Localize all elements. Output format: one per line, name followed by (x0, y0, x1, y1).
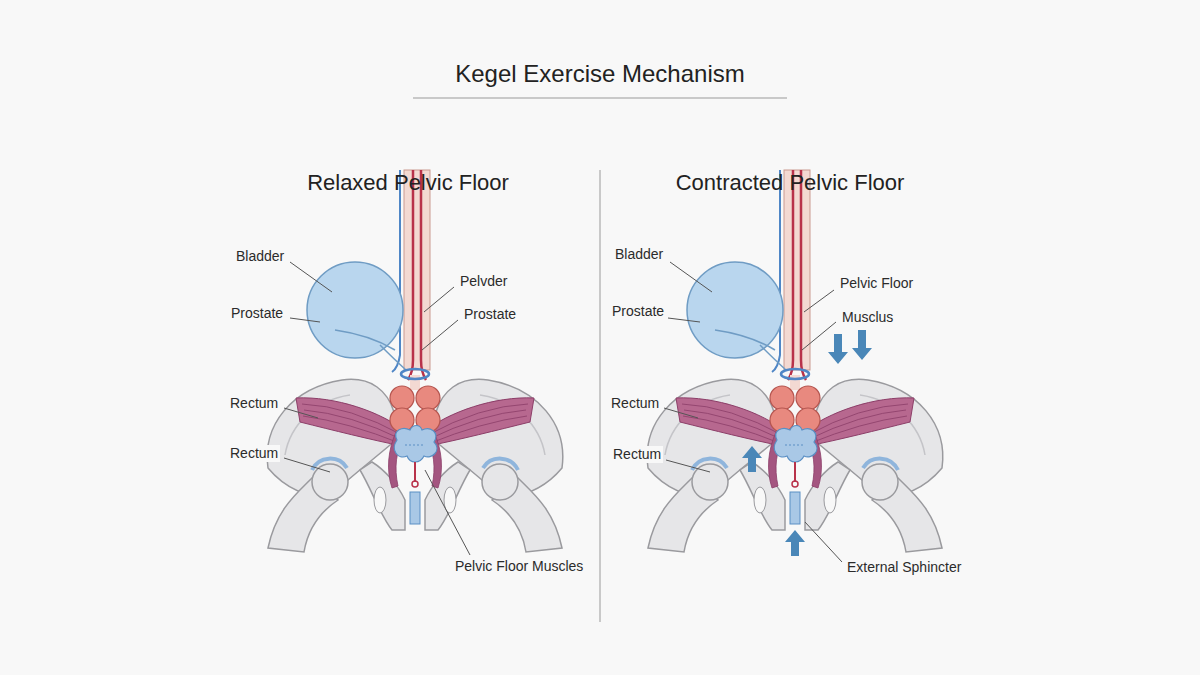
leader-line (668, 318, 700, 322)
leader-line (666, 460, 710, 472)
part-label: External Sphincter (845, 559, 963, 576)
part-label: Bladder (234, 248, 286, 265)
leader-line (290, 318, 320, 322)
part-label: Bladder (613, 246, 665, 263)
part-label: Prostate (610, 303, 666, 320)
down-arrow (852, 330, 872, 360)
relaxed-pelvis (267, 170, 563, 552)
leader-line (664, 408, 698, 418)
part-label: Rectum (228, 395, 280, 412)
leader-line (804, 290, 834, 312)
contracted-pelvis (647, 170, 943, 552)
leader-line (284, 458, 330, 472)
part-label: Prostate (462, 306, 518, 323)
down-arrow (828, 334, 848, 364)
part-label: Rectum (611, 446, 663, 463)
part-label: Musclus (840, 309, 895, 326)
part-label: Pelvic Floor (838, 275, 915, 292)
panel-divider (600, 170, 601, 622)
panel-heading: Relaxed Pelvic Floor (307, 170, 509, 196)
part-label: Rectum (228, 445, 280, 462)
leader-lines (284, 262, 842, 562)
leader-line (424, 287, 454, 312)
leader-line (670, 262, 712, 292)
leader-line (422, 320, 458, 350)
part-label: Rectum (609, 395, 661, 412)
leader-line (284, 408, 318, 418)
part-label: Pelvder (458, 273, 509, 290)
part-label: Pelvic Floor Muscles (453, 558, 585, 575)
leader-line (802, 322, 836, 350)
title-rule (413, 98, 787, 99)
leader-line (425, 470, 470, 555)
leader-line (805, 522, 842, 562)
panel-heading: Contracted Pelvic Floor (676, 170, 905, 196)
title: Kegel Exercise Mechanism (455, 60, 744, 89)
up-arrow (785, 530, 805, 556)
up-arrow (742, 446, 762, 472)
contraction-arrows (742, 330, 872, 556)
leader-line (290, 262, 332, 292)
part-label: Prostate (229, 305, 285, 322)
